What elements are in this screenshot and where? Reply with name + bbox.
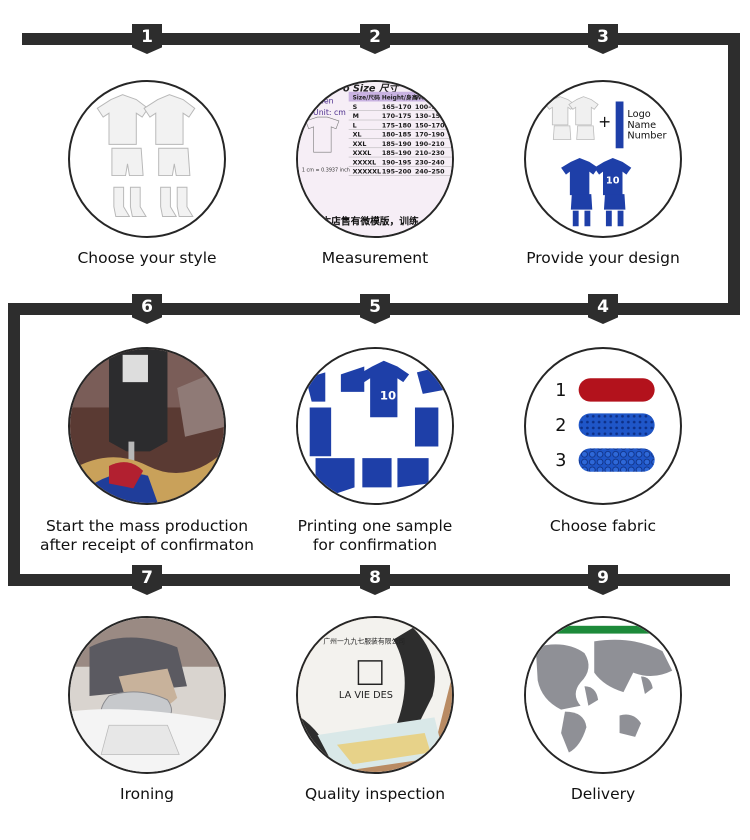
design-line-name: Name <box>627 120 656 131</box>
size-chart-cell: 165–170 <box>382 104 412 111</box>
step-6-label-line2: after receipt of confirmaton <box>40 536 254 554</box>
size-chart-cell: 185–190 <box>382 141 412 148</box>
step-7-badge: 7 <box>132 565 162 595</box>
size-chart-cell: 190–195 <box>382 159 412 166</box>
size-chart-title: o Size 尺寸 <box>343 83 401 95</box>
inspection-brand-text: LA VIE DES <box>339 690 393 701</box>
step-2-badge: 2 <box>360 24 390 54</box>
size-chart-unit: e Unit: cm <box>306 108 346 117</box>
size-chart-header-cell: Size/尺码 <box>353 94 380 102</box>
process-track-right-connector <box>728 33 740 315</box>
size-chart-note: 1 cm = 0.3937 inch <box>302 168 350 174</box>
step-3-badge: 3 <box>588 24 618 54</box>
step-6-label-line1: Start the mass production <box>45 517 249 535</box>
step-5-label: Printing one sample for confirmation <box>255 517 495 555</box>
size-chart-cell: 185–190 <box>382 150 412 157</box>
size-chart-cell: S <box>353 104 358 111</box>
size-chart-cell: 210–230 <box>415 150 445 157</box>
design-jersey-number: 10 <box>606 175 620 186</box>
design-line-logo: Logo <box>627 109 650 120</box>
size-chart-cell: XXXXL <box>353 159 377 166</box>
process-track-left-connector <box>8 303 20 586</box>
fabric-swatch-blue-knit <box>578 448 655 472</box>
size-chart-cell: 230–240 <box>415 159 445 166</box>
size-chart-cell: XXL <box>353 141 367 148</box>
custom-design-image: + Logo Name Number 10 <box>524 80 682 238</box>
fabric-number-3: 3 <box>555 451 566 471</box>
step-1-badge: 1 <box>132 24 162 54</box>
step-4-badge: 4 <box>588 294 618 324</box>
size-chart-cell: 170–175 <box>382 113 412 120</box>
inspection-arc-text: 广州一九九七服装有限公司 <box>323 636 405 645</box>
size-chart-cell: 130–150 <box>415 113 445 120</box>
size-chart-cell: 150–170 <box>415 122 445 129</box>
world-map-image <box>524 616 682 774</box>
inspection-image: 广州一九九七服装有限公司 LA VIE DES <box>296 616 454 774</box>
size-chart-footer: 本店售有微模版，训练 <box>321 214 419 227</box>
size-chart-header-cell: Weight <box>415 96 438 102</box>
step-1-label: Choose your style <box>77 249 217 267</box>
size-chart-cell: 180–185 <box>382 132 412 139</box>
step-5-label-line1: Printing one sample <box>297 517 453 535</box>
sample-jersey-number: 10 <box>380 389 396 403</box>
step-9-badge: 9 <box>588 565 618 595</box>
step-5-label-line2: for confirmation <box>312 536 438 554</box>
size-chart-cell: XXXL <box>353 150 372 157</box>
size-chart-section: t Men <box>312 96 334 105</box>
size-chart-cell: M <box>353 113 359 120</box>
printed-sample-image: 10 <box>296 347 454 505</box>
step-5-badge: 5 <box>360 294 390 324</box>
ironing-image <box>68 616 226 774</box>
step-6-label: Start the mass production after receipt … <box>27 517 267 555</box>
step-6-badge: 6 <box>132 294 162 324</box>
size-chart-cell: 240–250 <box>415 169 445 176</box>
step-4-label: Choose fabric <box>549 517 657 535</box>
step-8-label: Quality inspection <box>304 785 446 803</box>
size-chart-cell: 195–200 <box>382 169 412 176</box>
size-chart-cell: 170–190 <box>415 132 445 139</box>
size-chart-cell: 175–180 <box>382 122 412 129</box>
fabric-number-2: 2 <box>555 416 566 436</box>
step-8-badge: 8 <box>360 565 390 595</box>
fabric-swatches-image: 1 2 3 <box>524 347 682 505</box>
design-line-number: Number <box>627 131 666 142</box>
step-2-label: Measurement <box>321 249 429 267</box>
step-9-label: Delivery <box>570 785 636 803</box>
size-chart-header-cell: Height/身高 <box>382 94 418 102</box>
step-7-label: Ironing <box>120 785 174 803</box>
size-chart-image: o Size 尺寸 t Men e Unit: cm 1 cm = 0.3937… <box>296 80 454 238</box>
step-3-label: Provide your design <box>526 249 680 267</box>
size-chart-header-bg <box>348 91 452 102</box>
sewing-machine-image <box>68 347 226 505</box>
fabric-swatch-red <box>578 378 655 402</box>
size-chart-cell: XXXXXL <box>353 169 381 176</box>
size-chart-cell: XL <box>353 132 362 139</box>
size-chart-cell: L <box>353 122 357 129</box>
size-chart-cell: 100–130 <box>415 104 445 111</box>
fabric-number-1: 1 <box>555 381 566 401</box>
jersey-template-image <box>68 80 226 238</box>
size-chart-cell: 190–210 <box>415 141 445 148</box>
fabric-swatch-blue-mesh <box>578 413 655 437</box>
design-plus: + <box>598 113 611 131</box>
